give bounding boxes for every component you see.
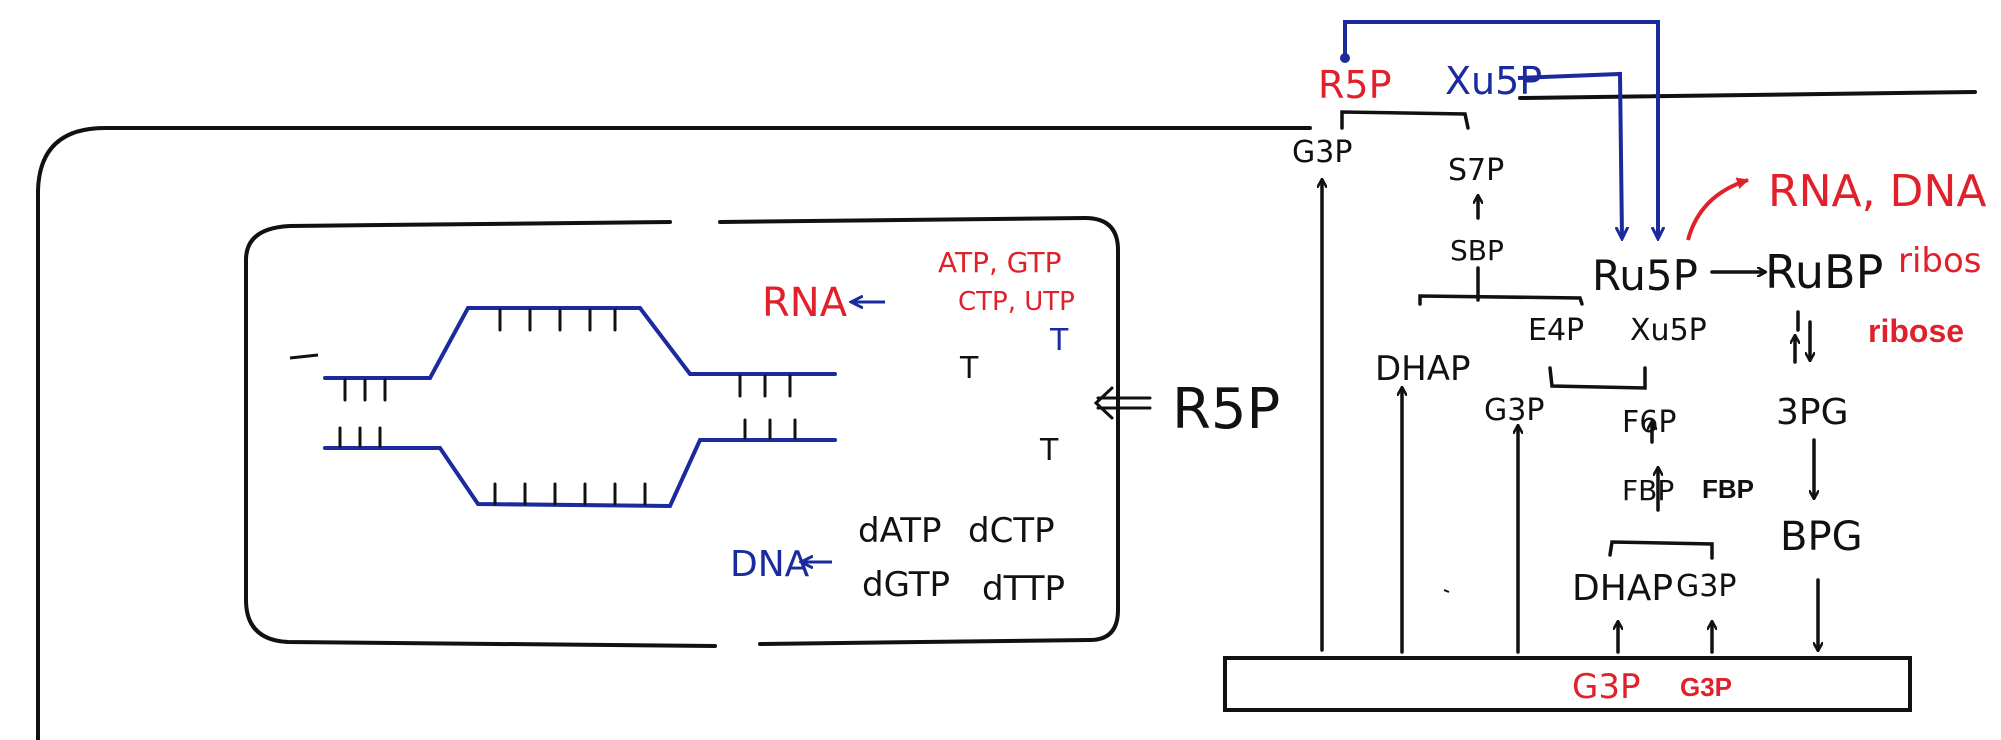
label-g3p-chamber-hand: G3P — [1572, 667, 1640, 707]
label-fbp-hand: FBP — [1622, 474, 1674, 507]
label-dna-nucleus: DNA — [730, 544, 810, 585]
label-dctp: dCTP — [968, 511, 1055, 551]
label-g3p-mid: G3P — [1484, 393, 1544, 428]
label-e4p: E4P — [1528, 313, 1584, 348]
label-dttp: dTTP — [982, 569, 1065, 609]
label-datp: dATP — [858, 511, 941, 551]
label-g3p-chamber-typed: G3P — [1680, 672, 1732, 702]
label-f6p: F6P — [1622, 405, 1676, 440]
label-atp-gtp: ATP, GTP — [938, 246, 1061, 279]
dna-replication-bubble — [323, 306, 837, 509]
label-t-lower: T — [1039, 433, 1059, 468]
nucleus-pore-mark — [289, 353, 319, 360]
label-ctp-utp: CTP, UTP — [958, 287, 1075, 317]
stroma-bar — [1223, 656, 1912, 712]
label-rna-nucleus: RNA — [762, 280, 848, 326]
cell-membrane-right — [1518, 90, 1977, 100]
label-t-upper-right: T — [1049, 323, 1069, 358]
stray-mark — [1443, 589, 1450, 593]
pathway-labels: R5P Xu5P G3P S7P SBP Ru5P RuBP RNA, DNA … — [730, 59, 1986, 707]
label-rubp: RuBP — [1765, 245, 1883, 299]
ru5p-to-nucleotides-arrow — [1686, 177, 1749, 241]
label-bpg: BPG — [1780, 514, 1863, 560]
r5p-to-ru5p-loop — [1343, 20, 1658, 238]
label-g3p-bottom: G3P — [1676, 569, 1736, 604]
dna-base-ticks — [338, 308, 797, 506]
cell-membrane — [36, 126, 1312, 740]
label-fbp-typed: FBP — [1702, 474, 1754, 504]
nucleus-envelope-right — [718, 215, 1120, 646]
label-r5p-entry: R5P — [1172, 377, 1280, 442]
label-ru5p: Ru5P — [1592, 251, 1698, 300]
label-sbp: SBP — [1450, 234, 1504, 267]
label-xu5p-top: Xu5P — [1445, 59, 1542, 103]
label-t-upper-left: T — [959, 351, 979, 386]
label-dgtp: dGTP — [862, 565, 950, 605]
r5p-import-arrow — [1093, 386, 1152, 420]
label-r5p-top: R5P — [1318, 63, 1392, 107]
pathway-lines — [1322, 110, 1818, 654]
label-xu5p-mid: Xu5P — [1630, 313, 1707, 348]
label-rna-dna: RNA, DNA — [1768, 166, 1986, 217]
label-ribos: ribos — [1898, 241, 1982, 281]
label-dhap-bottom: DHAP — [1572, 568, 1673, 609]
label-s7p: S7P — [1448, 153, 1504, 188]
typed-annotations: ribose FBP G3P — [1680, 313, 1964, 702]
label-g3p-left: G3P — [1292, 135, 1352, 170]
label-3pg: 3PG — [1776, 392, 1849, 433]
label-dhap-left: DHAP — [1375, 349, 1471, 389]
xu5p-to-ru5p-loop — [1517, 71, 1622, 238]
nucleus-envelope — [244, 220, 717, 648]
label-ribose: ribose — [1868, 313, 1964, 349]
